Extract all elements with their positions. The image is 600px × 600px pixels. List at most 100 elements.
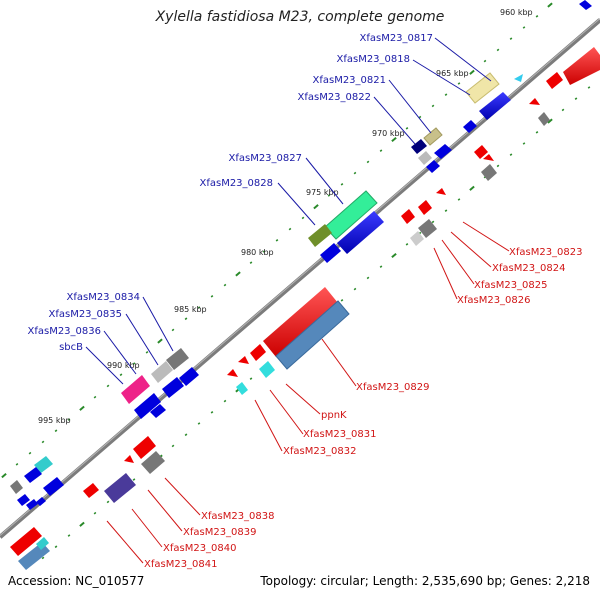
cds-0821b-feature[interactable] — [434, 144, 452, 159]
topology-summary-text: Topology: circular; Length: 2,535,690 bp… — [260, 574, 590, 588]
gene-label-0827[interactable]: XfasM23_0827 — [228, 153, 302, 164]
cds-0840b-feature[interactable] — [83, 483, 99, 498]
cds-0835b-feature[interactable] — [179, 367, 199, 386]
gene-label-0834[interactable]: XfasM23_0834 — [66, 292, 140, 303]
cds-0821-feature[interactable] — [423, 127, 443, 146]
tick-dash — [145, 351, 149, 354]
cds-0826b-feature[interactable] — [410, 231, 424, 246]
gene-label-0840[interactable]: XfasM23_0840 — [163, 543, 237, 554]
gene-label-ppnK[interactable]: ppnK — [321, 410, 347, 421]
cds-0828b-feature[interactable] — [337, 211, 384, 254]
cds-ppnK-feature[interactable] — [259, 361, 275, 378]
cds-0817-feature[interactable] — [579, 0, 592, 10]
tick-dash — [547, 118, 553, 124]
tick-dash — [340, 298, 344, 302]
tick-dash — [67, 534, 71, 537]
tick-dash — [54, 545, 58, 549]
gene-label-0835[interactable]: XfasM23_0835 — [48, 309, 122, 320]
cds-0816-feature[interactable] — [563, 47, 600, 85]
tick-dash — [171, 444, 175, 448]
gene-label-0828[interactable]: XfasM23_0828 — [199, 178, 273, 189]
gene-label-0838[interactable]: XfasM23_0838 — [201, 511, 275, 522]
gene-label-0823[interactable]: XfasM23_0823 — [509, 247, 583, 258]
tick-mark-rows — [1, 2, 591, 560]
cds-0829b-feature[interactable] — [275, 300, 350, 370]
cds-0835-feature[interactable] — [151, 361, 173, 383]
cds-0822-feature[interactable] — [411, 139, 427, 154]
gene-label-0825[interactable]: XfasM23_0825 — [474, 280, 548, 291]
gene-label-0836[interactable]: XfasM23_0836 — [27, 326, 101, 337]
tick-dash — [132, 362, 136, 365]
tick-dash — [106, 384, 110, 388]
tick-dash — [313, 204, 319, 210]
gene-label-0831[interactable]: XfasM23_0831 — [303, 429, 377, 440]
gene-label-0832[interactable]: XfasM23_0832 — [283, 446, 357, 457]
cds-0839-feature[interactable] — [124, 455, 134, 463]
cds-0848-feature[interactable] — [36, 497, 46, 506]
cds-0836-feature[interactable] — [162, 377, 184, 398]
cds-0823c-feature[interactable] — [474, 145, 488, 159]
cds-0828-feature[interactable] — [308, 224, 332, 247]
gene-label-0822[interactable]: XfasM23_0822 — [297, 92, 371, 103]
gene-label-0818[interactable]: XfasM23_0818 — [336, 54, 410, 65]
cds-0818-feature[interactable] — [465, 72, 500, 104]
cds-0843-feature[interactable] — [24, 467, 42, 483]
cds-0838b-feature[interactable] — [141, 451, 165, 474]
gene-label-0826[interactable]: XfasM23_0826 — [457, 295, 531, 306]
tick-dash — [431, 104, 435, 108]
tick-dash — [249, 377, 253, 381]
tick-dash — [509, 37, 513, 41]
tick-dash — [41, 440, 45, 444]
cds-0825a-feature[interactable] — [436, 188, 446, 195]
gene-label-0821[interactable]: XfasM23_0821 — [312, 75, 386, 86]
gene-label-0829[interactable]: XfasM23_0829 — [356, 382, 430, 393]
cds-0837-feature[interactable] — [134, 393, 161, 419]
cds-sbcB-feature[interactable] — [121, 375, 150, 404]
cds-0840-feature[interactable] — [104, 473, 136, 503]
cds-0830b-feature[interactable] — [250, 344, 266, 361]
tick-dash — [235, 271, 241, 277]
cds-0822b-feature[interactable] — [418, 151, 432, 165]
cds-0824-feature[interactable] — [481, 164, 497, 181]
cds-0823b-feature[interactable] — [538, 112, 550, 126]
cds-0834-feature[interactable] — [166, 348, 189, 370]
cds-0825b-feature[interactable] — [418, 200, 432, 215]
tick-label-980: 980 kbp — [241, 248, 274, 257]
cds-0844-feature[interactable] — [43, 477, 64, 496]
cds-0830c-feature[interactable] — [238, 356, 249, 364]
cds-0847-feature[interactable] — [26, 499, 38, 510]
tick-dash — [483, 59, 487, 63]
cds-0831-feature[interactable] — [227, 369, 238, 377]
tick-label-960: 960 kbp — [500, 8, 533, 17]
cds-0827-feature[interactable] — [324, 190, 378, 240]
trna-feature[interactable] — [514, 74, 523, 82]
cds-0825c-feature[interactable] — [401, 209, 415, 224]
tick-dash — [522, 142, 526, 145]
cds-0837b-feature[interactable] — [150, 404, 166, 418]
cds-0823d-feature[interactable] — [483, 154, 494, 161]
cds-0841-feature[interactable] — [10, 527, 42, 556]
gene-label-0817[interactable]: XfasM23_0817 — [359, 33, 433, 44]
cds-0816b-feature[interactable] — [546, 72, 563, 89]
tick-dash — [171, 328, 175, 332]
cds-0841c-feature[interactable] — [36, 537, 49, 550]
tick-dash — [574, 97, 578, 101]
gene-label-sbcB[interactable]: sbcB — [59, 342, 83, 353]
cds-0832-feature[interactable] — [236, 382, 248, 395]
gene-label-0824[interactable]: XfasM23_0824 — [492, 263, 566, 274]
cds-0823a-feature[interactable] — [529, 98, 540, 105]
tick-dash — [223, 283, 227, 287]
gene-label-0841[interactable]: XfasM23_0841 — [144, 559, 218, 570]
cds-0845-feature[interactable] — [10, 480, 23, 494]
cds-0818b-feature[interactable] — [479, 92, 511, 120]
cds-0846-feature[interactable] — [17, 494, 30, 506]
cds-0829-feature[interactable] — [263, 287, 338, 357]
cds-0838-feature[interactable] — [133, 436, 156, 459]
cds-0842-feature[interactable] — [34, 456, 53, 473]
cds-0830-feature[interactable] — [320, 243, 341, 263]
cds-0819-feature[interactable] — [463, 120, 477, 133]
cds-0820-feature[interactable] — [426, 160, 440, 173]
gene-label-0839[interactable]: XfasM23_0839 — [183, 527, 257, 538]
accession-text: Accession: NC_010577 — [8, 574, 145, 588]
cds-0826a-feature[interactable] — [418, 219, 437, 238]
